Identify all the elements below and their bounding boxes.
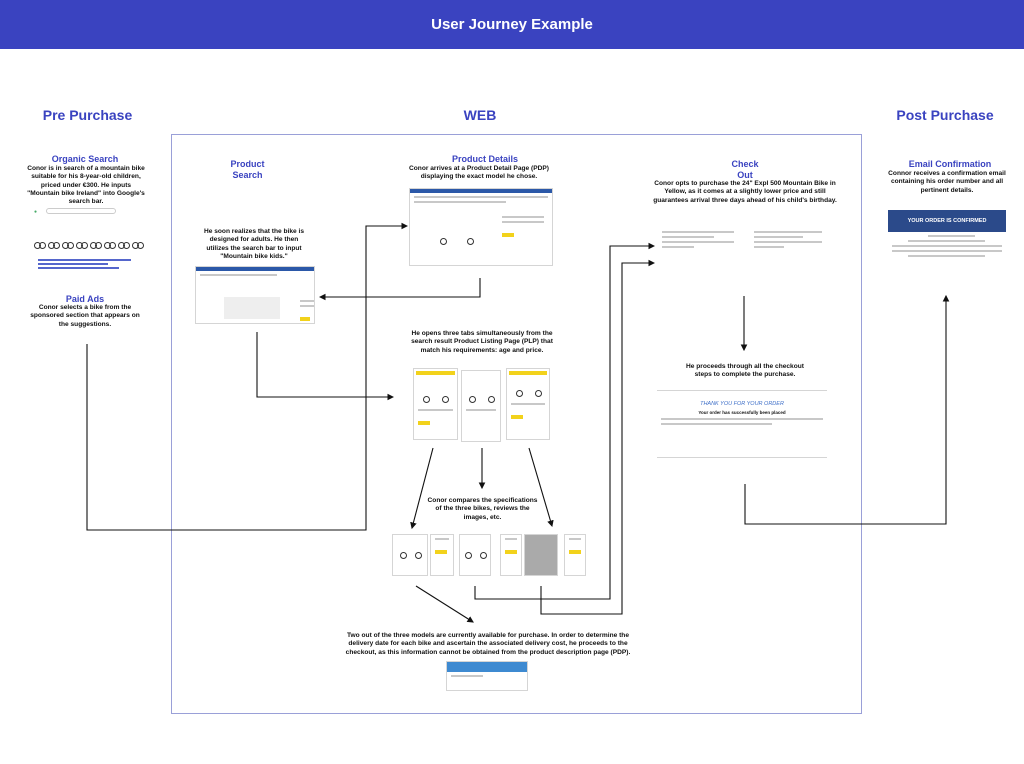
site-search-screenshot [195, 266, 315, 324]
product-search-title-line2: Search [232, 170, 263, 180]
checkout-title-line1: Check [731, 159, 759, 169]
compare-bike-1 [392, 534, 428, 576]
compare-bike-2-details [500, 534, 522, 576]
bike-icon [132, 241, 144, 249]
bike-icon [423, 389, 449, 403]
bike-icon [76, 241, 88, 249]
bike-icon [440, 227, 474, 245]
shopping-bikes-row [34, 241, 144, 249]
bike-icon [90, 241, 102, 249]
plp-text: He opens three tabs simultaneously from … [411, 330, 553, 354]
section-post-purchase: Post Purchase [896, 107, 994, 123]
availability-text: Two out of the three models are currentl… [345, 632, 631, 656]
email-text: Connor receives a confirmation email con… [888, 170, 1006, 194]
google-results-screenshot: ● [30, 205, 154, 275]
shopping-links [34, 257, 150, 271]
bike-icon [469, 389, 495, 403]
product-search-title-line1: Product [230, 159, 265, 169]
compare-bike-3 [524, 534, 558, 576]
page-title: User Journey Example [431, 16, 593, 33]
bike-icon [400, 547, 422, 559]
checkout-step-2-screenshot [750, 228, 826, 278]
checkout-steps-text: He proceeds through all the checkout ste… [686, 363, 804, 379]
bike-icon [118, 241, 130, 249]
paid-ads-title: Paid Ads [65, 294, 105, 304]
bike-icon [516, 383, 542, 397]
order-confirmed-banner: YOUR ORDER IS CONFIRMED [888, 210, 1006, 232]
checkout-title-line2: Out [737, 170, 753, 180]
google-search-box [46, 208, 116, 214]
paid-ads-text: Conor selects a bike from the sponsored … [30, 304, 140, 328]
bike-icon [104, 241, 116, 249]
product-details-text: Conor arrives at a Product Detail Page (… [409, 165, 549, 181]
product-search-title: Product Search [215, 159, 280, 181]
compare-text: Conor compares the specifications of the… [427, 497, 538, 521]
organic-search-text: Conor is in search of a mountain bike su… [27, 165, 145, 206]
email-body-screenshot [888, 232, 1006, 284]
google-logo-icon: ● [34, 209, 38, 215]
plp-tab-3 [506, 368, 550, 440]
bike-icon [62, 241, 74, 249]
section-web: WEB [463, 107, 497, 123]
thank-you-subheading: Your order has successfully been placed [698, 410, 786, 415]
checkout-title: Check Out [715, 159, 775, 181]
delivery-selector-screenshot [446, 661, 528, 691]
checkout-text: Conor opts to purchase the 24" Expl 500 … [653, 180, 837, 204]
header-bar: User Journey Example [0, 0, 1024, 49]
compare-bike-2 [459, 534, 491, 576]
pdp-screenshot [409, 188, 553, 266]
product-details-title: Product Details [451, 154, 518, 164]
thank-you-heading: THANK YOU FOR YOUR ORDER [700, 401, 784, 407]
checkout-step-1-screenshot [658, 228, 738, 278]
product-search-text: He soon realizes that the bike is design… [203, 228, 305, 260]
plp-tab-2 [461, 370, 501, 442]
pdp-bike-image [440, 227, 474, 245]
bike-icon [34, 241, 46, 249]
product-image [224, 297, 280, 319]
order-confirmation-screenshot: THANK YOU FOR YOUR ORDER Your order has … [657, 390, 827, 458]
email-title: Email Confirmation [908, 159, 992, 169]
compare-bike-3-details [564, 534, 586, 576]
compare-bike-1-details [430, 534, 454, 576]
bike-icon [48, 241, 60, 249]
bike-icon [465, 547, 487, 559]
plp-tab-1 [413, 368, 458, 440]
organic-search-title: Organic Search [51, 154, 119, 164]
section-pre-purchase: Pre Purchase [42, 107, 133, 123]
